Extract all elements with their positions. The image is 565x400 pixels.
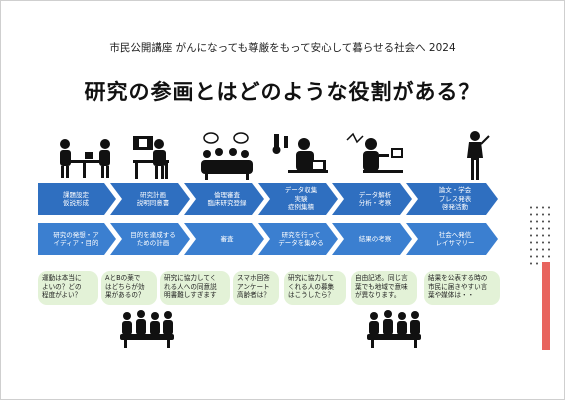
meeting-people-icon bbox=[60, 139, 110, 178]
process-step-5-line1: データ解析 bbox=[358, 190, 392, 199]
question-bubble-2: AとBの薬で はどちらが効 果があるの？ bbox=[101, 271, 157, 305]
process-step-4-line1: データ収集 bbox=[284, 186, 318, 195]
question-bubble-5: 研究に協力して くれる人の募集 はこうしたら？ bbox=[284, 271, 346, 305]
question-2-line2: はどちらが効 bbox=[105, 282, 145, 291]
process-step-1: 課題設定 仮説形成 bbox=[38, 183, 116, 215]
question-7-line3: 葉や媒体は・・ bbox=[428, 291, 475, 300]
slide-title: 研究の参画とはどのような役割がある？ bbox=[84, 80, 481, 104]
question-bubble-7: 結果を公表する時の 市民に届きやすい言 葉や媒体は・・ bbox=[424, 271, 500, 305]
role-step-4-line2: データを集める bbox=[278, 239, 324, 247]
question-bubble-4: スマホ回答 アンケート 高齢者は？ bbox=[233, 271, 279, 305]
role-step-3-line1: 審査 bbox=[220, 234, 234, 243]
process-step-6-line3: 啓発活動 bbox=[442, 203, 468, 212]
question-6-line3: が異なります。 bbox=[355, 291, 401, 300]
role-step-1-line2: イディア・目的 bbox=[53, 239, 99, 247]
role-step-1-line1: 研究の発想・ア bbox=[53, 230, 99, 239]
question-1-line2: よいの？どの bbox=[42, 282, 82, 291]
role-step-6-line1: 社会へ発信 bbox=[438, 230, 472, 239]
question-4-line1: スマホ回答 bbox=[237, 274, 270, 282]
question-bubble-1: 運動は本当に よいの？どの 程度がよい？ bbox=[38, 271, 98, 305]
crowd-icon bbox=[367, 310, 421, 348]
process-step-1-line1: 課題設定 bbox=[63, 190, 89, 199]
process-step-4: データ収集 実験 症例集積 bbox=[258, 183, 338, 215]
question-bubble-3: 研究に協力してく れる人への同意説 明書難しすぎます bbox=[160, 271, 230, 305]
lab-researcher-icon bbox=[272, 134, 328, 173]
process-step-2: 研究計画 説明同意書 bbox=[110, 183, 190, 215]
ethics-committee-icon bbox=[201, 132, 253, 180]
process-step-6-line1: 論文・学会 bbox=[438, 186, 472, 195]
role-step-5: 結果の考察 bbox=[332, 223, 412, 255]
question-5-line3: はこうしたら？ bbox=[288, 291, 335, 300]
question-1-line1: 運動は本当に bbox=[42, 274, 82, 282]
question-6-line1: 自由記述。同じ言 bbox=[355, 274, 408, 282]
question-3-line1: 研究に協力してく bbox=[164, 274, 217, 282]
question-2-line1: AとBの薬で bbox=[105, 274, 141, 282]
crowd-icon bbox=[120, 310, 174, 348]
process-step-2-line1: 研究計画 bbox=[140, 190, 166, 199]
accent-bar bbox=[542, 262, 550, 350]
role-step-1: 研究の発想・ア イディア・目的 bbox=[38, 223, 116, 255]
question-4-line2: アンケート bbox=[237, 282, 270, 291]
question-4-line3: 高齢者は？ bbox=[237, 291, 270, 300]
process-step-5: データ解析 分析・考察 bbox=[332, 183, 412, 215]
question-6-line2: 葉でも地域で意味 bbox=[355, 282, 408, 291]
process-step-3-line1: 倫理審査 bbox=[214, 190, 240, 199]
role-step-5-line1: 結果の考察 bbox=[358, 234, 392, 243]
question-1-line3: 程度がよい？ bbox=[42, 291, 82, 300]
question-5-line1: 研究に協力して bbox=[288, 274, 334, 282]
process-step-3: 倫理審査 臨床研究登録 bbox=[184, 183, 264, 215]
presenter-icon bbox=[467, 131, 490, 180]
data-analyst-icon bbox=[346, 132, 403, 173]
office-worker-icon bbox=[133, 136, 169, 179]
question-bubble-6: 自由記述。同じ言 葉でも地域で意味 が異なります。 bbox=[351, 271, 417, 305]
role-step-3: 審査 bbox=[184, 223, 264, 255]
process-step-2-line2: 説明同意書 bbox=[136, 199, 170, 207]
question-2-line3: 果があるの？ bbox=[105, 291, 145, 300]
role-step-4-line1: 研究を行って bbox=[281, 230, 321, 239]
role-step-6-line2: レイサマリー bbox=[435, 239, 475, 247]
role-step-2: 目的を達成する ための計画 bbox=[110, 223, 190, 255]
dot-grid-decoration bbox=[528, 204, 552, 266]
role-step-6: 社会へ発信 レイサマリー bbox=[406, 223, 498, 255]
question-7-line2: 市民に届きやすい言 bbox=[428, 282, 488, 291]
role-step-2-line2: ための計画 bbox=[136, 239, 170, 247]
process-step-6: 論文・学会 プレス発表 啓発活動 bbox=[406, 183, 498, 215]
process-step-4-line3: 症例集積 bbox=[288, 203, 314, 212]
process-step-3-line2: 臨床研究登録 bbox=[207, 199, 247, 207]
question-5-line2: くれる人の募集 bbox=[288, 282, 335, 291]
slide-subtitle: 市民公開講座 がんになっても尊厳をもって安心して暮らせる社会へ 2024 bbox=[109, 42, 456, 54]
process-step-1-line2: 仮説形成 bbox=[63, 199, 89, 207]
process-step-4-line2: 実験 bbox=[294, 194, 308, 203]
question-3-line2: れる人への同意説 bbox=[164, 282, 217, 291]
process-step-5-line2: 分析・考察 bbox=[358, 199, 392, 207]
role-step-2-line1: 目的を達成する bbox=[130, 230, 176, 239]
question-7-line1: 結果を公表する時の bbox=[428, 274, 488, 282]
process-step-6-line2: プレス発表 bbox=[438, 194, 472, 203]
question-3-line3: 明書難しすぎます bbox=[164, 291, 217, 300]
role-step-4: 研究を行って データを集める bbox=[258, 223, 338, 255]
